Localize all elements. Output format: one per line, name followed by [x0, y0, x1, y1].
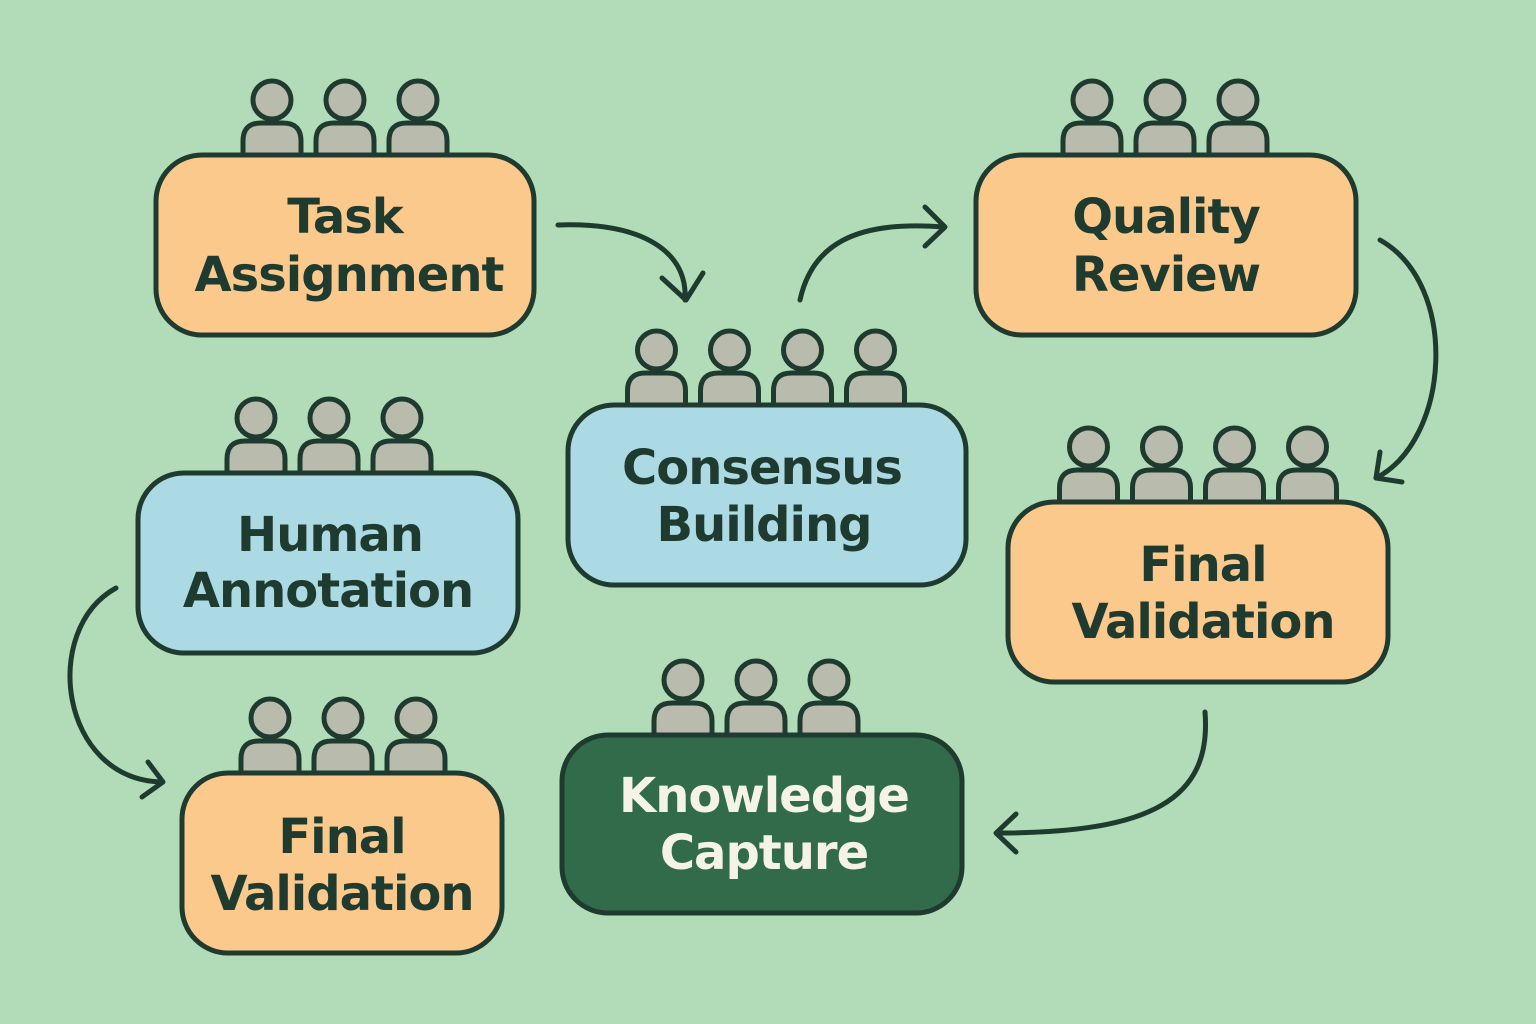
edge-consensus-building-to-quality-review: [797, 204, 948, 303]
node-box: [153, 152, 537, 338]
node-consensus-building[interactable]: Consensus Building: [565, 328, 969, 588]
people-group-icon: [1057, 425, 1339, 509]
person-icon: [625, 328, 688, 412]
person-icon: [698, 328, 761, 412]
person-icon: [724, 658, 788, 742]
node-human-annotation[interactable]: Human Annotation: [135, 396, 521, 656]
person-icon: [1133, 78, 1197, 162]
people-group-icon: [625, 328, 907, 412]
node-label-line2: Assignment: [195, 247, 504, 303]
arrowhead-icon: [659, 270, 706, 303]
node-box: [1005, 499, 1391, 685]
person-icon: [297, 396, 361, 480]
person-icon: [797, 658, 861, 742]
person-icon: [313, 78, 377, 162]
node-final-validation-left[interactable]: Final Validation: [179, 696, 505, 956]
node-label-line1: Knowledge: [619, 768, 909, 824]
node-final-validation-right[interactable]: Final Validation: [1005, 425, 1391, 685]
arrowhead-icon: [1373, 449, 1405, 485]
person-icon: [844, 328, 907, 412]
people-group-icon: [240, 78, 450, 162]
person-icon: [771, 328, 834, 412]
person-icon: [386, 78, 450, 162]
node-box: [559, 732, 965, 916]
person-icon: [370, 396, 434, 480]
node-label-line2: Annotation: [183, 563, 473, 619]
person-icon: [384, 696, 448, 780]
people-group-icon: [238, 696, 448, 780]
node-label-line1: Final: [278, 809, 405, 865]
edges: [67, 204, 1439, 855]
node-label-line1: Task: [287, 189, 405, 245]
node-label-line2: Validation: [210, 866, 473, 922]
person-icon: [238, 696, 302, 780]
node-box: [179, 770, 505, 956]
people-group-icon: [651, 658, 861, 742]
node-box: [565, 402, 969, 588]
person-icon: [1130, 425, 1193, 509]
person-icon: [1276, 425, 1339, 509]
edge-task-assignment-to-consensus-building: [555, 222, 706, 303]
edge-quality-review-to-final-validation: [1373, 237, 1439, 485]
person-icon: [1057, 425, 1120, 509]
node-box: [135, 470, 521, 656]
node-label-line1: Final: [1139, 537, 1266, 593]
person-icon: [1060, 78, 1124, 162]
person-icon: [224, 396, 288, 480]
node-quality-review[interactable]: Quality Review: [973, 78, 1359, 338]
node-label-line1: Quality: [1072, 189, 1260, 245]
person-icon: [240, 78, 304, 162]
arrowhead-icon: [139, 759, 166, 800]
arrowhead-icon: [993, 811, 1019, 855]
node-box: [973, 152, 1359, 338]
people-group-icon: [1060, 78, 1270, 162]
node-label-line2: Review: [1072, 247, 1260, 303]
node-label-line1: Human: [237, 507, 423, 563]
node-task-assignment[interactable]: Task Assignment: [153, 78, 537, 338]
person-icon: [1206, 78, 1270, 162]
people-group-icon: [224, 396, 434, 480]
person-icon: [651, 658, 715, 742]
edge-final-validation-to-knowledge-capture: [993, 709, 1209, 855]
node-label-line2: Validation: [1071, 594, 1334, 650]
node-label-line2: Building: [656, 497, 871, 553]
edge-human-annotation-to-final-validation: [67, 585, 166, 800]
node-knowledge-capture[interactable]: Knowledge Capture: [559, 658, 965, 916]
node-label-line1: Consensus: [622, 440, 902, 496]
node-label-line2: Capture: [660, 825, 868, 881]
arrowhead-icon: [922, 204, 948, 249]
person-icon: [311, 696, 375, 780]
person-icon: [1203, 425, 1266, 509]
